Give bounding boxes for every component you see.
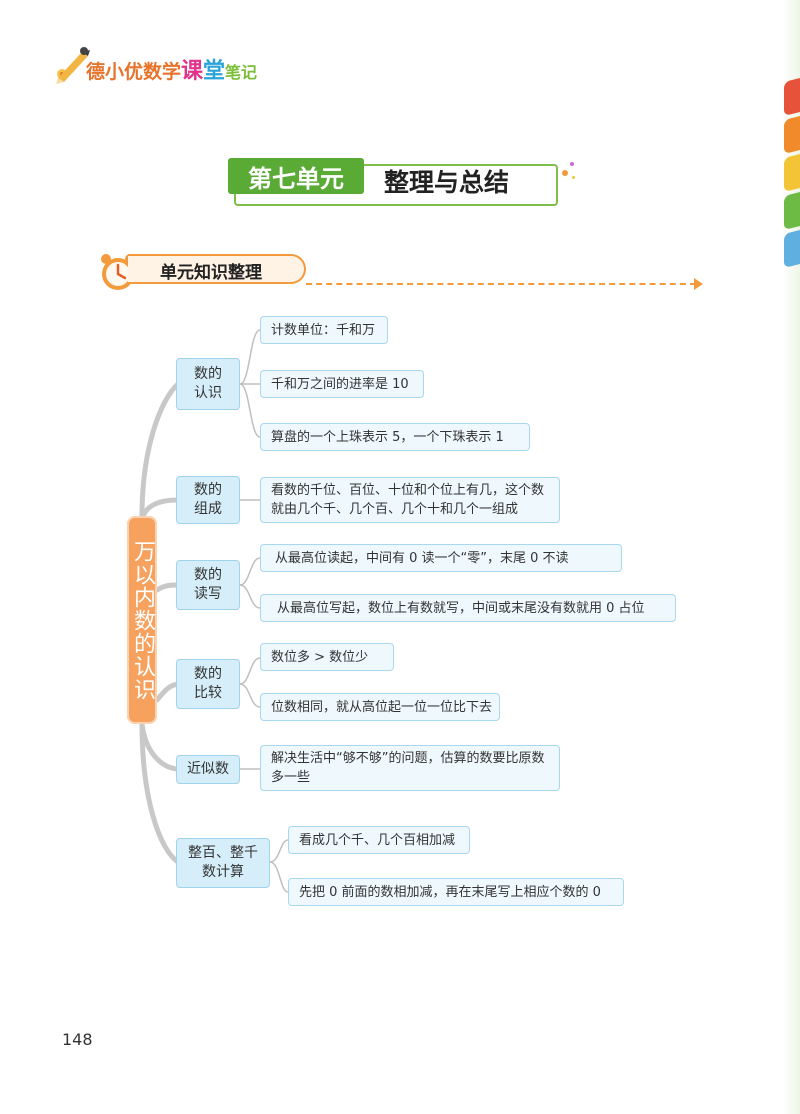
leaf-line xyxy=(239,683,261,708)
leaf-item: 先把 0 前面的数相加减，再在末尾写上相应个数的 0 xyxy=(288,878,624,906)
leaf-line xyxy=(269,861,289,893)
leaf-item: 千和万之间的进率是 10 xyxy=(260,370,424,398)
leaf-item: 看成几个千、几个百相加减 xyxy=(288,826,470,854)
branch-line xyxy=(139,721,181,865)
pencil-bird-icon xyxy=(56,47,90,84)
category-approximation: 近似数 xyxy=(176,755,240,784)
category-label: 近似数 xyxy=(187,761,229,777)
brand-part-4: 笔记 xyxy=(225,63,258,82)
leaf-item: 位数相同，就从高位起一位一位比下去 xyxy=(260,693,500,721)
unit-title: 整理与总结 xyxy=(384,168,510,197)
category-hundreds-thousands-calc: 整百、整千 数计算 xyxy=(176,838,270,888)
brand-part-1: 德小优数学 xyxy=(86,61,182,83)
category-number-composition: 数的 组成 xyxy=(176,476,240,524)
sparkle-dot-icon xyxy=(572,176,575,179)
sparkle-dot-icon xyxy=(562,170,568,176)
brand-title: 德小优数学课堂笔记 xyxy=(86,53,257,85)
branch-line xyxy=(139,381,181,519)
edge-decoration xyxy=(782,0,800,1114)
branch-line xyxy=(154,582,181,593)
category-read-write: 数的 读写 xyxy=(176,560,240,610)
category-label: 整百、整千 数计算 xyxy=(188,845,258,880)
leaf-item: 计数单位：千和万 xyxy=(260,316,388,344)
section-title: 单元知识整理 xyxy=(160,263,262,283)
category-label: 数的 读写 xyxy=(194,567,222,602)
leaf-line xyxy=(239,557,261,586)
leaf-item: 从最高位读起，中间有 0 读一个“零”，末尾 0 不读 xyxy=(260,544,622,572)
branch-line xyxy=(154,681,181,703)
divider-arrow-icon xyxy=(694,278,703,290)
brand-part-3: 堂 xyxy=(203,59,226,84)
leaf-item: 从最高位写起，数位上有数就写，中间或末尾没有数就用 0 占位 xyxy=(260,594,676,622)
category-number-recognition: 数的 认识 xyxy=(176,358,240,410)
branch-line xyxy=(139,721,181,772)
sparkle-dot-icon xyxy=(570,162,574,166)
section-divider xyxy=(306,283,696,285)
brand-logo: 德小优数学课堂笔记 xyxy=(48,44,298,86)
leaf-item: 算盘的一个上珠表示 5，一个下珠表示 1 xyxy=(260,423,530,451)
leaf-line xyxy=(269,839,289,863)
leaf-line xyxy=(239,329,261,385)
mindmap-root: 万以内数的认识 xyxy=(127,516,157,724)
leaf-line xyxy=(239,657,261,685)
unit-tag: 第七单元 xyxy=(228,158,364,194)
section-tab xyxy=(128,254,306,284)
brand-part-2: 课 xyxy=(181,59,204,84)
category-comparison: 数的 比较 xyxy=(176,659,240,709)
leaf-item: 解决生活中“够不够”的问题，估算的数要比原数多一些 xyxy=(260,745,560,791)
unit-title-banner: 第七单元 整理与总结 xyxy=(228,158,558,206)
leaf-line xyxy=(239,584,261,609)
alarm-clock-icon xyxy=(101,254,135,290)
leaf-item: 看数的千位、百位、十位和个位上有几，这个数就由几个千、几个百、几个十和几个一组成 xyxy=(260,477,560,523)
category-label: 数的 组成 xyxy=(194,482,222,517)
category-label: 数的 比较 xyxy=(194,666,222,701)
leaf-line xyxy=(239,383,261,438)
page-number: 148 xyxy=(62,1030,93,1049)
leaf-item: 数位多 > 数位少 xyxy=(260,643,394,671)
category-label: 数的 认识 xyxy=(194,366,222,401)
